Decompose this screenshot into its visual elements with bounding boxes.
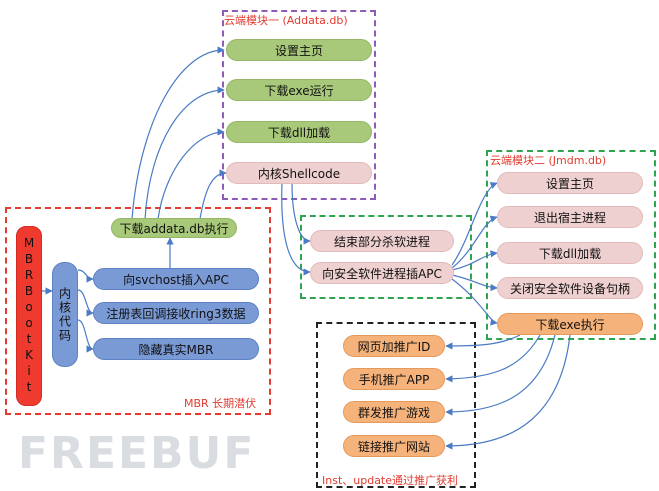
inst-frame (316, 322, 476, 488)
cloud2-exit-host: 退出宿主进程 (497, 206, 643, 228)
cloud1-kernel-shellcode: 内核Shellcode (226, 162, 372, 184)
arrow-kernel-hide (77, 319, 94, 353)
arrow-shellcode-kill (291, 182, 311, 245)
cloud1-download-exe: 下载exe运行 (226, 79, 372, 101)
mbr-frame (5, 207, 271, 415)
arrow-apc-cloud2-exit (451, 215, 498, 269)
cloud-module-2-frame (486, 150, 656, 340)
download-addata-node: 下载addata.db执行 (111, 218, 237, 238)
cloud-module-2-label: 云端模块二 (Jmdm.db) (490, 154, 607, 167)
mbr-label: MBR 长期潜伏 (184, 397, 257, 410)
cloud2-close-handle: 关闭安全软件设备句柄 (497, 277, 643, 299)
kernel-item-registry: 注册表回调接收ring3数据 (93, 302, 259, 324)
arrow-exec-game (445, 334, 556, 416)
arrow-addata-homepage (131, 46, 225, 220)
arrow-apc-cloud2-handle (451, 274, 498, 292)
arrow-exec-phone (445, 334, 541, 383)
middle-inject-apc: 向安全软件进程插APC (310, 262, 454, 284)
kernel-code-label: 内核代码 (57, 286, 72, 343)
promo-web-id: 网页加推广ID (343, 335, 445, 357)
mbr-bootkit-label: MBRBootKit (22, 236, 36, 396)
cloud-module-1-label: 云端模块一 (Addata.db) (224, 14, 348, 27)
arrow-kernel-apc (77, 269, 94, 283)
kernel-item-hide-mbr: 隐藏真实MBR (93, 338, 259, 360)
arrow-exec-web (445, 334, 521, 350)
kernel-item-apc: 向svchost插入APC (93, 268, 259, 290)
promo-phone-app: 手机推广APP (343, 368, 445, 390)
cloud1-download-dll: 下载dll加载 (226, 121, 372, 143)
inst-label: Inst、update通过推广获利 (322, 474, 459, 487)
arrow-addata-shellcode (199, 169, 227, 220)
cloud2-download-dll: 下载dll加载 (497, 242, 643, 264)
kernel-code-node: 内核代码 (52, 262, 78, 367)
arrow-addata-dll (157, 128, 225, 220)
cloud2-download-exe-exec: 下载exe执行 (497, 313, 643, 335)
freebuf-watermark: FREEBUF (18, 428, 256, 479)
cloud1-set-homepage: 设置主页 (226, 39, 372, 61)
arrow-apc-cloud2-dll (451, 250, 498, 271)
arrow-apc-cloud2-homepage (451, 182, 498, 266)
middle-kill-av: 结束部分杀软进程 (310, 230, 454, 252)
promo-mass-game: 群发推广游戏 (343, 401, 445, 423)
cloud2-set-homepage: 设置主页 (497, 172, 643, 194)
arrow-exec-link (445, 334, 571, 450)
cloud-module-1-frame (222, 10, 376, 200)
arrow-apc-cloud2-exec (451, 278, 498, 326)
arrow-addata-exe (144, 86, 225, 220)
promo-link-site: 链接推广网站 (343, 435, 445, 457)
arrow-kernel-registry (77, 289, 94, 317)
mbr-bootkit-node: MBRBootKit (16, 226, 42, 406)
arrow-shellcode-apc (281, 182, 311, 276)
middle-frame (300, 215, 472, 299)
